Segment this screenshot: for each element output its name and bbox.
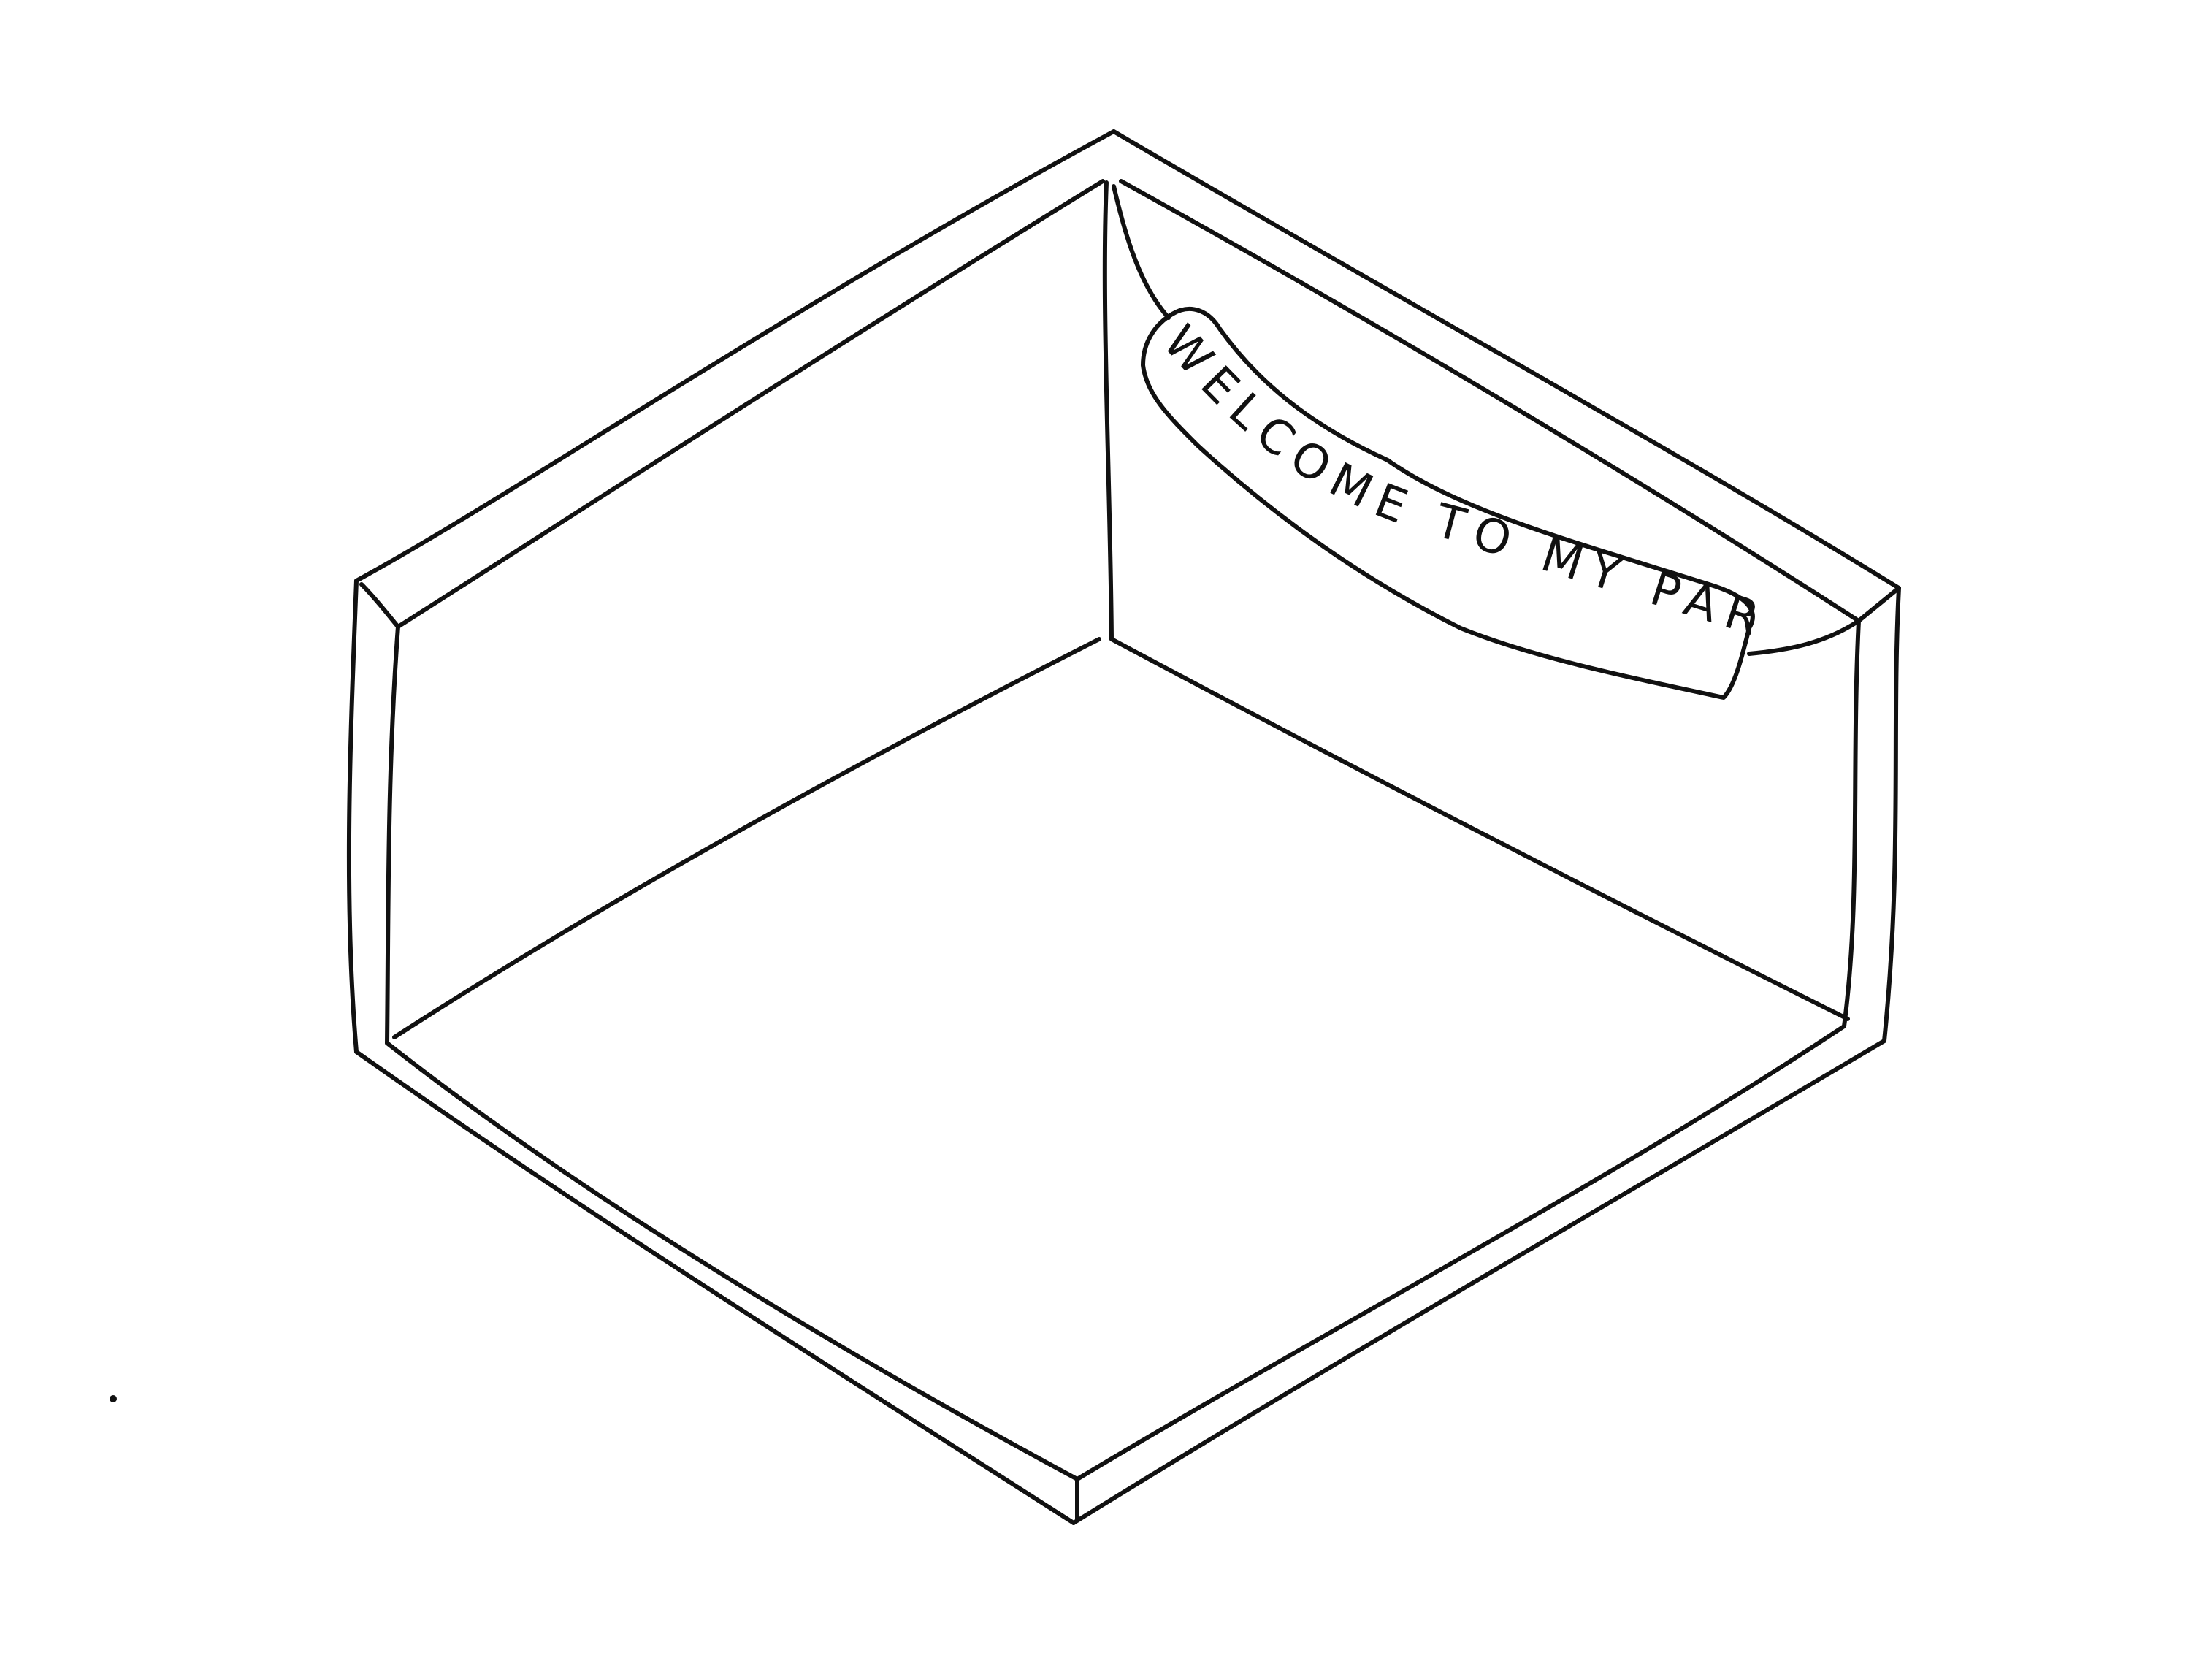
- inner-bottom-right-edge: [1075, 1024, 1846, 1481]
- stray-dot: [110, 1395, 117, 1402]
- outer-right-edge: [1882, 586, 1901, 1043]
- inner-top-right-edge: [1119, 179, 1861, 623]
- right-corner-tick: [1857, 586, 1901, 623]
- banner-text: WELCOME TO MY PARTY: [0, 0, 1772, 649]
- inner-left-edge: [385, 625, 400, 1045]
- party-banner: WELCOME TO MY PARTY: [0, 0, 1861, 700]
- floor-right-edge: [1109, 637, 1850, 1021]
- outer-frame: [346, 129, 1901, 1525]
- outer-top-right-edge: [1112, 129, 1901, 590]
- inner-bottom-left-edge: [385, 1041, 1079, 1481]
- banner-outline: [1141, 306, 1755, 700]
- left-corner-tick: [359, 582, 400, 629]
- banner-left-string: [1112, 184, 1171, 320]
- inner-frame: [359, 179, 1901, 1521]
- inner-right-edge: [1842, 619, 1861, 1028]
- inner-top-left-edge: [396, 179, 1105, 629]
- room-interior: [392, 180, 1850, 1039]
- outer-left-edge: [346, 579, 359, 1054]
- outer-bottom-left-edge: [354, 1050, 1076, 1525]
- banner-text-path: WELCOME TO MY PARTY: [0, 0, 1762, 649]
- outer-top-left-edge: [354, 129, 1116, 583]
- banner-right-string: [1747, 619, 1861, 656]
- floor-left-edge: [392, 637, 1101, 1039]
- outer-bottom-right-edge: [1071, 1039, 1886, 1525]
- back-wall-corner: [1102, 180, 1114, 641]
